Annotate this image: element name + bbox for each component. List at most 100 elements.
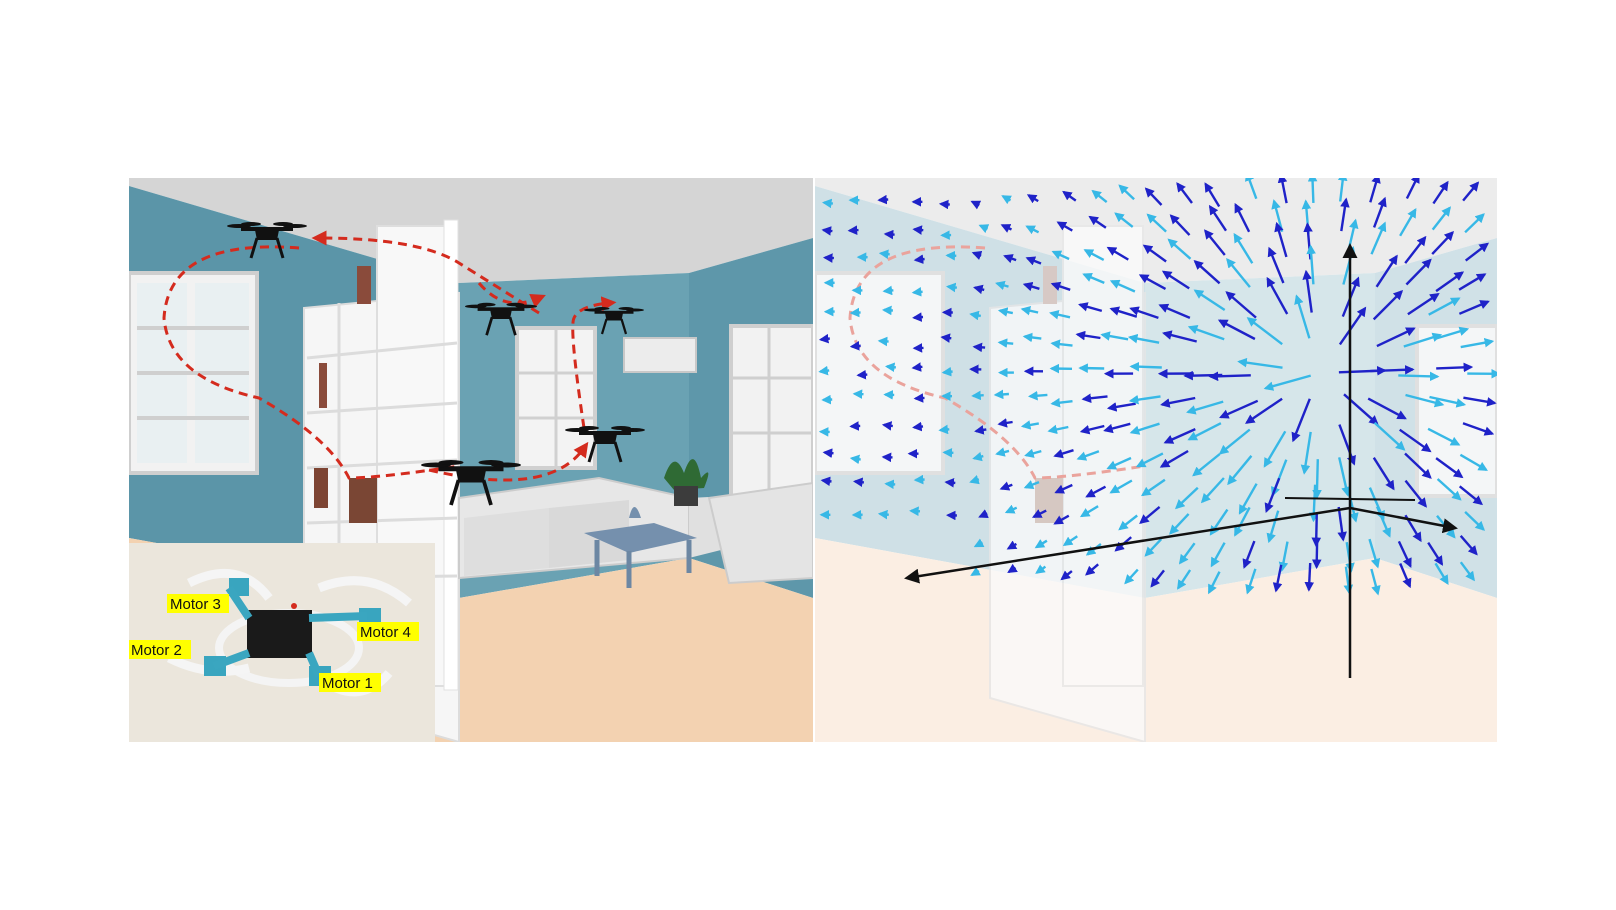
vector-arrow: [1109, 479, 1133, 494]
vector-arrow: [1144, 187, 1163, 206]
vector-arrow: [1026, 194, 1039, 204]
vector-arrow: [1463, 396, 1497, 407]
vector-arrow: [1340, 197, 1350, 232]
vector-arrow: [1266, 276, 1289, 315]
vector-arrow: [849, 341, 861, 351]
vector-arrow: [1291, 398, 1311, 443]
vector-arrow: [1106, 456, 1132, 470]
vector-arrow: [883, 229, 895, 240]
vector-arrow: [1376, 327, 1416, 348]
vector-arrow: [1053, 449, 1074, 459]
vector-arrow: [913, 474, 925, 485]
vector-arrow: [1458, 273, 1487, 291]
vector-arrow: [1081, 393, 1108, 404]
vector-arrow: [1277, 178, 1288, 204]
vector-arrow: [821, 226, 833, 236]
vector-arrow: [1368, 538, 1381, 569]
vector-arrow: [881, 305, 893, 316]
motor-3-label: Motor 3: [170, 596, 221, 613]
vector-arrow: [1162, 330, 1197, 343]
vector-arrow: [1245, 178, 1258, 200]
vector-arrow: [818, 365, 830, 376]
vector-arrow: [1397, 540, 1412, 568]
vector-arrow: [1312, 459, 1322, 500]
vector-arrow: [1001, 195, 1012, 205]
vector-arrow: [1464, 213, 1485, 234]
window-left: [129, 271, 259, 475]
vector-arrow: [852, 477, 865, 488]
vector-arrow: [1006, 540, 1018, 550]
vector-arrow: [973, 284, 985, 295]
vector-arrow: [1158, 303, 1191, 320]
vector-arrow: [1464, 242, 1490, 262]
vector-arrow: [1020, 306, 1039, 316]
vector-arrow: [1031, 509, 1047, 518]
vector-arrow: [1208, 371, 1251, 382]
vector-arrow: [1175, 486, 1199, 510]
vector-arrow: [913, 254, 925, 264]
vector-arrow: [1027, 390, 1048, 401]
vector-arrow: [1245, 397, 1283, 424]
vector-arrow: [1142, 244, 1167, 263]
vector-arrow: [1204, 182, 1221, 208]
vector-arrow: [1106, 402, 1136, 412]
vector-arrow: [1233, 232, 1254, 264]
vector-arrow: [1124, 568, 1139, 585]
vector-arrow: [1246, 317, 1283, 346]
axis-tick: [1284, 497, 1416, 501]
vector-arrow: [1399, 207, 1417, 237]
vector-arrow: [945, 282, 958, 293]
vector-arrow: [878, 249, 890, 259]
vector-arrow: [1109, 279, 1136, 293]
vector-arrow: [1403, 332, 1443, 348]
motor-1-label: Motor 1: [322, 675, 373, 692]
vector-arrow: [884, 479, 896, 490]
vector-arrow: [1003, 254, 1017, 264]
vector-arrow: [1307, 178, 1318, 203]
vector-arrow: [1234, 506, 1251, 537]
vector-arrow: [1218, 428, 1251, 455]
vector-arrow: [1399, 563, 1412, 589]
vector-arrow: [1062, 535, 1078, 546]
trajectory-path: [162, 245, 460, 480]
vector-arrow: [1338, 457, 1351, 497]
vector-arrow: [1458, 485, 1483, 506]
vector-arrow: [1159, 449, 1189, 468]
motor-label-highlight: [129, 640, 191, 659]
vector-arrow: [1372, 290, 1404, 321]
vector-arrow: [1135, 452, 1164, 468]
vector-arrow: [1238, 483, 1258, 515]
vector-arrow: [1050, 339, 1073, 349]
vector-arrow: [1193, 260, 1221, 285]
vector-arrow: [1369, 178, 1381, 203]
vector-arrow: [1210, 542, 1226, 568]
vector-arrow: [1082, 272, 1105, 285]
vector-arrow: [856, 369, 868, 380]
drone-photo-inset: Motor 3 Motor 4 Motor 2 Motor 1: [129, 543, 435, 742]
vector-arrow: [821, 198, 834, 209]
vector-arrow: [1007, 563, 1018, 574]
y-axis: [1349, 506, 1458, 534]
vector-arrow: [1192, 453, 1221, 477]
air-conditioner: [623, 337, 697, 373]
vector-arrow: [1306, 244, 1316, 285]
vector-arrow: [1338, 306, 1367, 346]
vector-arrow: [944, 478, 956, 488]
vector-arrow: [997, 307, 1014, 317]
vector-arrow: [1127, 333, 1160, 344]
vector-arrow: [1343, 566, 1354, 595]
window-left-faded: [815, 271, 945, 475]
vector-field: [815, 178, 1497, 742]
vector-arrow: [1264, 477, 1281, 513]
vector-arrow: [971, 250, 983, 260]
vector-arrow: [849, 454, 861, 465]
trajectory-path-faded: [848, 245, 1146, 480]
vector-arrow: [995, 280, 1009, 291]
vector-arrow: [1407, 293, 1440, 316]
vector-arrow: [911, 362, 923, 372]
vector-arrow: [1129, 422, 1160, 435]
vector-arrow: [974, 425, 987, 435]
vector-arrow: [1375, 254, 1398, 288]
vector-arrow: [1106, 246, 1129, 261]
vector-arrow: [1114, 212, 1134, 228]
